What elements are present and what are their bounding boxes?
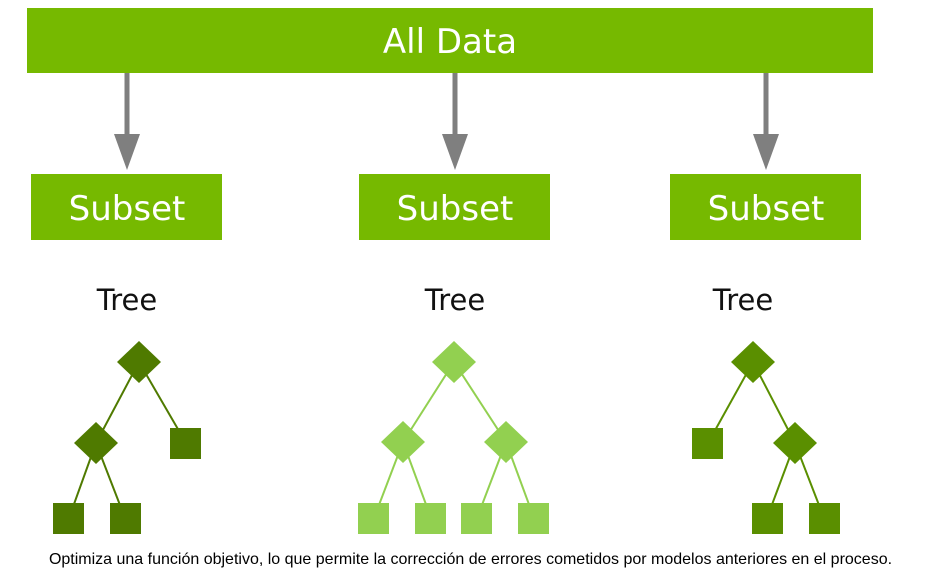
tree-1-leaf-node (53, 503, 84, 534)
tree-3-decision-node (773, 422, 817, 464)
tree-label-3: Tree (712, 283, 773, 317)
tree-2-decision-node (432, 341, 476, 383)
tree-2-decision-node (381, 421, 425, 463)
tree-3-decision-node (731, 341, 775, 383)
tree-3-leaf-node (809, 503, 840, 534)
subset-box-3 (670, 174, 861, 240)
tree-3-leaf-node (752, 503, 783, 534)
tree-2-edge (402, 361, 455, 443)
subset-label-1: Subset (69, 189, 186, 229)
tree-1-decision-node (74, 422, 118, 464)
tree-label-2: Tree (424, 283, 485, 317)
tree-1-decision-node (117, 341, 161, 383)
tree-2-leaf-node (518, 503, 549, 534)
all-data-box (27, 8, 873, 73)
tree-1 (53, 341, 201, 534)
subset-box-1 (31, 174, 222, 240)
subset-label-2: Subset (397, 189, 514, 229)
tree-3 (692, 341, 840, 534)
subset-box-2 (359, 174, 550, 240)
tree-2-leaf-node (358, 503, 389, 534)
tree-3-leaf-node (692, 428, 723, 459)
tree-label-1: Tree (96, 283, 157, 317)
tree-2-leaf-node (461, 503, 492, 534)
tree-1-leaf-node (170, 428, 201, 459)
tree-2-decision-node (484, 421, 528, 463)
arrow-2 (442, 73, 468, 170)
tree-2-edge (453, 361, 507, 443)
tree-1-leaf-node (110, 503, 141, 534)
arrow-3 (753, 73, 779, 170)
caption-text: Optimiza una función objetivo, lo que pe… (48, 551, 893, 568)
subset-label-3: Subset (708, 189, 825, 229)
arrow-1 (114, 73, 140, 170)
tree-2 (358, 341, 549, 534)
tree-2-leaf-node (415, 503, 446, 534)
all-data-label: All Data (383, 22, 517, 62)
